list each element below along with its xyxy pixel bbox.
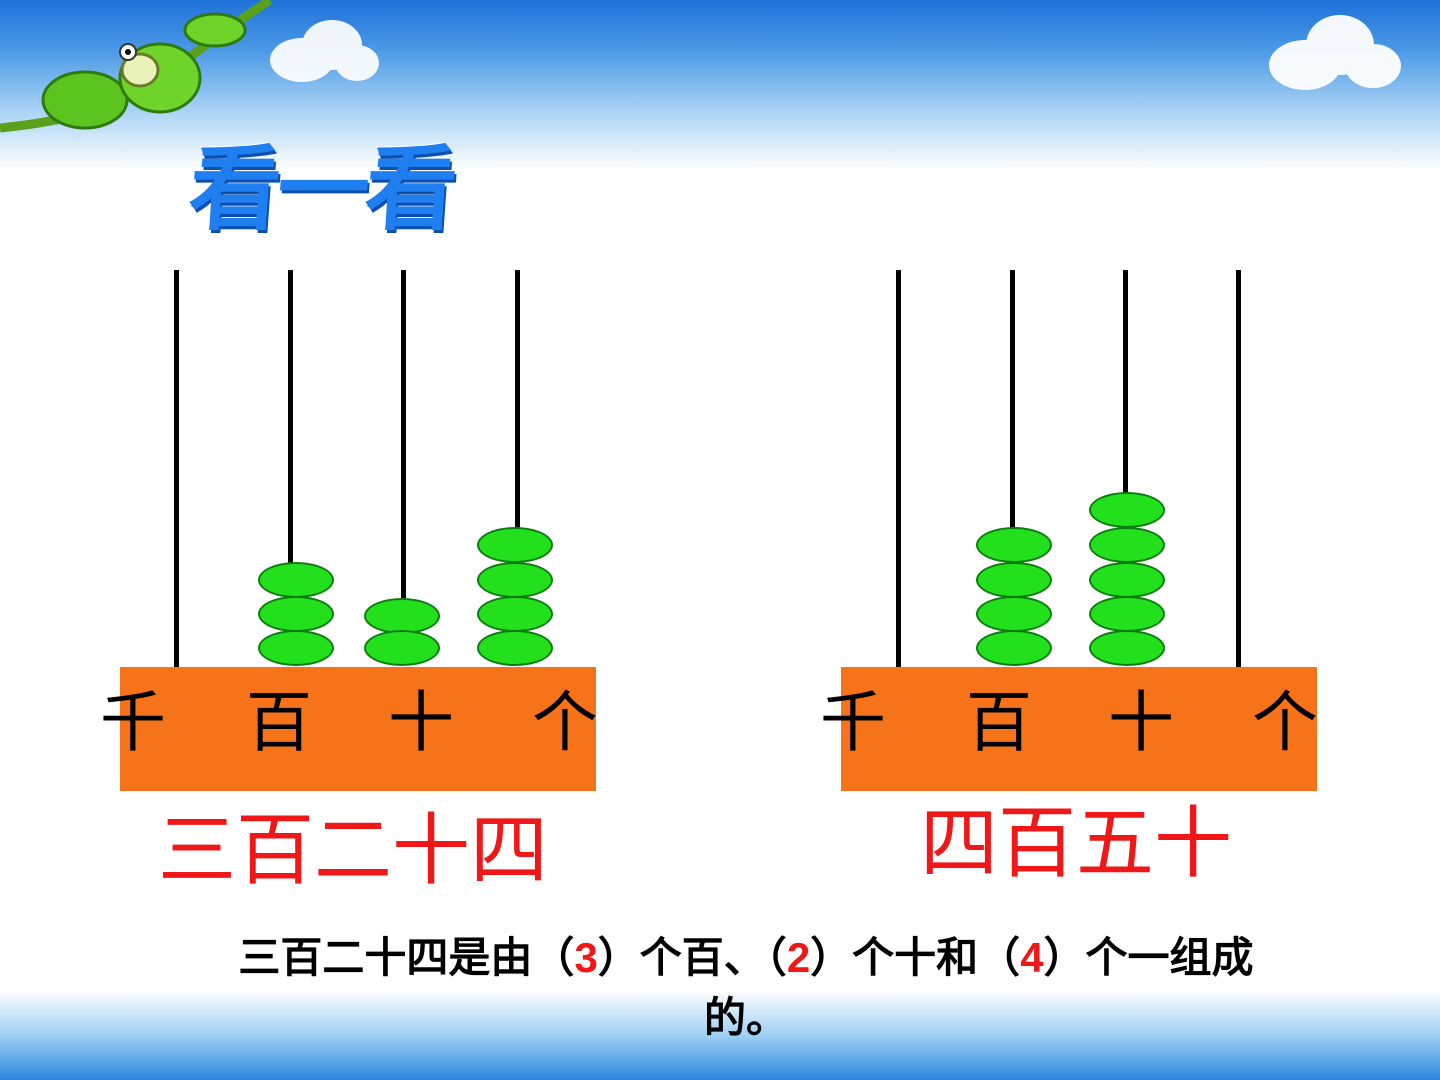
bead (477, 596, 553, 632)
bead (477, 562, 553, 598)
cloud-decoration-left (270, 20, 379, 82)
bead (976, 562, 1052, 598)
sentence-text: 的。 (703, 993, 788, 1042)
answer-tens: 2 (786, 934, 811, 981)
place-label-thousands: 千 (100, 684, 166, 761)
answer-ones: 4 (1020, 934, 1044, 981)
rod-tens (1123, 270, 1128, 500)
place-label-ones: 个 (532, 684, 598, 761)
bead (258, 596, 334, 632)
page-title: 看一看 (185, 136, 458, 243)
rod-ones (515, 270, 520, 535)
rod-hundreds (1010, 270, 1015, 535)
sentence-text: ）个一组成 (1043, 933, 1254, 982)
bead (364, 598, 440, 634)
bead (364, 630, 440, 666)
place-label-thousands: 千 (820, 684, 886, 761)
composition-sentence: 三百二十四是由（3）个百、（2）个十和（4）个一组成的。 (66, 928, 1426, 1048)
bead (258, 562, 334, 598)
bead (1089, 527, 1165, 563)
place-label-tens: 十 (388, 684, 454, 761)
place-label-tens: 十 (1108, 684, 1174, 761)
sentence-text: ）个百、（ (597, 933, 787, 982)
sentence-text: 三百二十四是由（ (238, 933, 575, 982)
bead (1089, 630, 1165, 666)
bead (1089, 596, 1165, 632)
rod-tens (401, 270, 406, 605)
answer-hundreds: 3 (574, 934, 598, 981)
bead (976, 527, 1052, 563)
sentence-text: ）个十和（ (810, 933, 1021, 982)
bead (1089, 562, 1165, 598)
rod-thousands (896, 270, 901, 668)
bead (1089, 492, 1165, 528)
footer-band (0, 990, 1440, 1080)
bead (976, 630, 1052, 666)
bead (258, 630, 334, 666)
number-reading-left: 三百二十四 (158, 806, 549, 896)
bead (477, 630, 553, 666)
rod-thousands (174, 270, 179, 668)
leaf-vine-decoration (0, 0, 273, 133)
place-label-ones: 个 (1252, 684, 1318, 761)
place-label-hundreds: 百 (966, 684, 1032, 761)
bead (477, 527, 553, 563)
place-label-hundreds: 百 (246, 684, 312, 761)
bead (976, 596, 1052, 632)
number-reading-right: 四百五十 (920, 799, 1233, 889)
rod-ones (1236, 270, 1241, 668)
abacus-base (120, 667, 596, 791)
cloud-decoration-right (1269, 15, 1401, 90)
abacus-base (841, 667, 1317, 791)
rod-hundreds (288, 270, 293, 570)
